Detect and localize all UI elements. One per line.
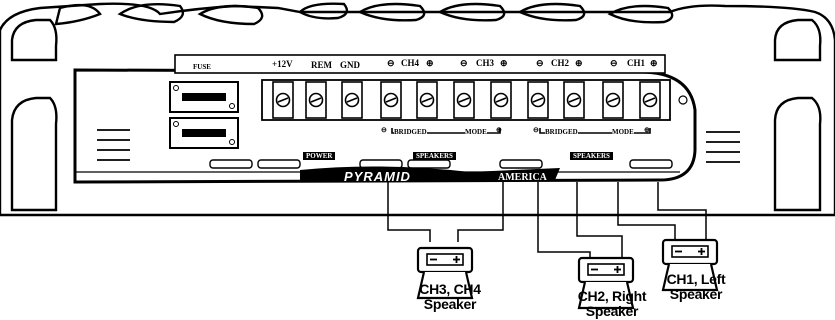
ch3-plus-sign: ⊕ — [500, 58, 508, 68]
ch1-label: CH1 — [627, 58, 645, 68]
mode-label-left: MODE — [465, 128, 487, 136]
america-label: AMERICA — [498, 172, 547, 183]
speaker-label-ch1: CH1, Left Speaker — [646, 272, 746, 302]
gnd-label: GND — [340, 60, 360, 70]
plus12v-label: +12V — [272, 59, 293, 69]
fuse-holder-top — [169, 81, 239, 113]
bridged-label-left: BRIDGED — [394, 128, 427, 136]
bridged-minus-left: ⊖ — [381, 126, 387, 134]
ch2-plus-sign: ⊕ — [575, 58, 583, 68]
ch2-label: CH2 — [551, 58, 569, 68]
bridged-minus-right: ⊖ — [533, 126, 539, 134]
brand-logo-text: PYRAMID — [344, 169, 411, 184]
ch3-label: CH3 — [476, 58, 494, 68]
ch2-minus-sign: ⊖ — [536, 58, 544, 68]
fuse-holder-bottom — [169, 117, 239, 149]
mode-plus-right: ⊕ — [644, 126, 650, 134]
speaker-label-ch2-line2: Speaker — [585, 303, 639, 319]
speaker-label-ch1-line2: Speaker — [669, 286, 723, 302]
speaker-label-ch2-line1: CH2, Right — [577, 288, 647, 304]
speaker-label-ch3-ch4: CH3, CH4 Speaker — [405, 282, 495, 312]
mode-plus-left: ⊕ — [496, 126, 502, 134]
mode-label-right: MODE — [612, 128, 634, 136]
speaker-label-ch3-ch4-line2: Speaker — [423, 296, 477, 312]
ch4-minus-sign: ⊖ — [387, 58, 395, 68]
speaker-label-ch1-line1: CH1, Left — [666, 271, 726, 287]
ch4-plus-sign: ⊕ — [426, 58, 434, 68]
speaker-label-ch2: CH2, Right Speaker — [556, 289, 668, 319]
ch1-minus-sign: ⊖ — [610, 58, 618, 68]
ch1-plus-sign: ⊕ — [650, 58, 658, 68]
power-label: POWER — [303, 152, 336, 160]
ch4-label: CH4 — [401, 58, 419, 68]
amplifier-body — [73, 54, 740, 184]
heatsink-outline — [0, 2, 835, 217]
speaker-label-ch3-ch4-line1: CH3, CH4 — [419, 281, 481, 297]
speaker-wires — [387, 182, 707, 260]
bridged-label-right: BRIDGED — [545, 128, 578, 136]
speakers-label-right: SPEAKERS — [570, 152, 613, 160]
speakers-label-left: SPEAKERS — [413, 152, 456, 160]
rem-label: REM — [311, 60, 332, 70]
ch3-minus-sign: ⊖ — [460, 58, 468, 68]
fuse-label: FUSE — [193, 63, 211, 71]
